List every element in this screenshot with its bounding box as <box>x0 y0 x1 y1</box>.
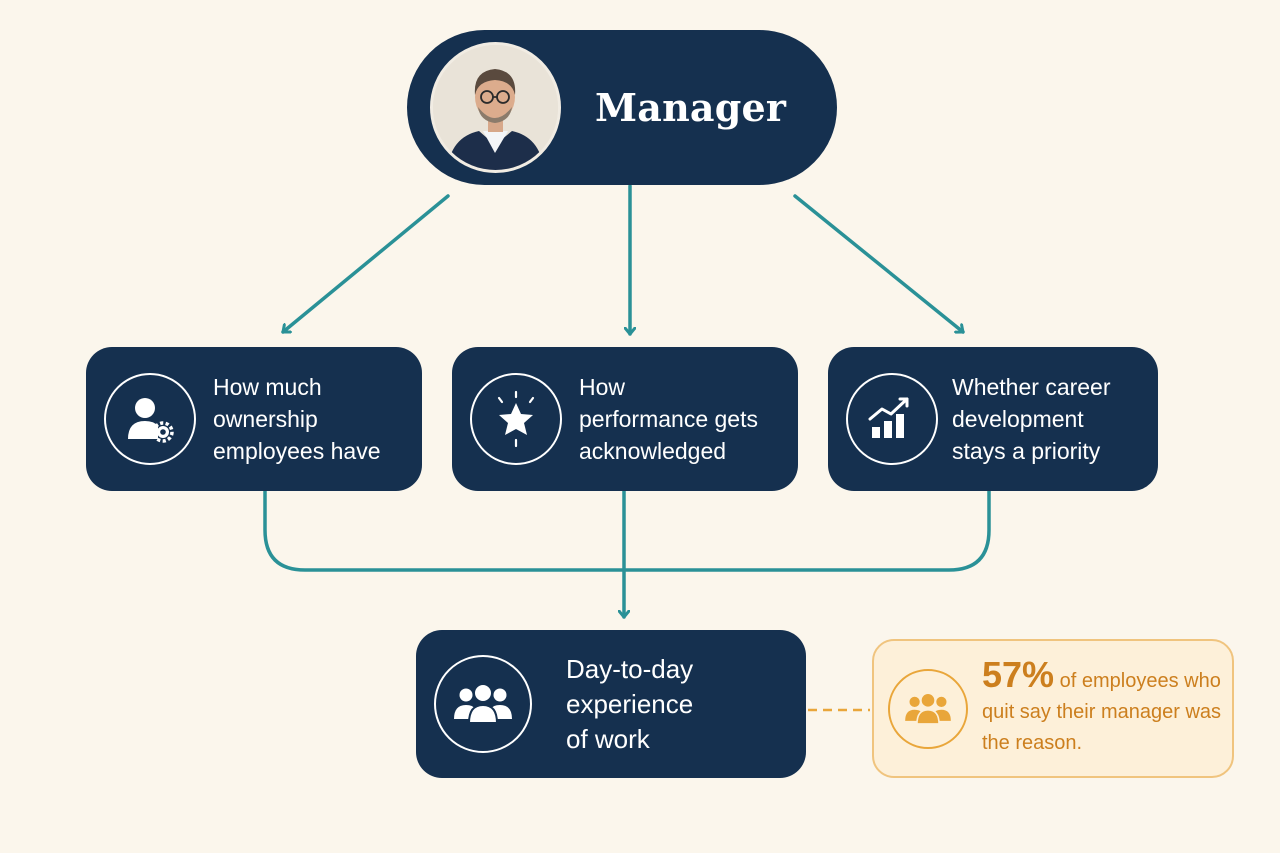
ownership-label: How much ownership employees have <box>213 371 381 467</box>
team-icon <box>434 655 532 753</box>
arrow-manager-to-ownership <box>283 196 448 332</box>
callout-text: 57% of employees who quit say their mana… <box>982 659 1232 759</box>
manager-portrait <box>433 45 558 170</box>
connector-merge-right <box>624 491 989 570</box>
star-icon <box>470 373 562 465</box>
outcome-box: Day-to-day experience of work <box>416 630 806 778</box>
stat-percentage: 57% <box>982 654 1054 695</box>
stat-callout: 57% of employees who quit say their mana… <box>872 639 1234 778</box>
manager-title: Manager <box>595 85 786 130</box>
growth-chart-icon <box>846 373 938 465</box>
acknowledgement-box: How performance gets acknowledged <box>452 347 798 491</box>
acknowledgement-label: How performance gets acknowledged <box>579 371 758 467</box>
career-box: Whether career development stays a prior… <box>828 347 1158 491</box>
team-icon <box>888 669 968 749</box>
outcome-label: Day-to-day experience of work <box>566 652 693 757</box>
user-gear-icon <box>104 373 196 465</box>
connector-merge-left <box>265 491 624 570</box>
career-label: Whether career development stays a prior… <box>952 371 1111 467</box>
manager-node: Manager <box>407 30 837 185</box>
arrow-manager-to-career <box>795 196 963 332</box>
manager-avatar <box>430 42 561 173</box>
ownership-box: How much ownership employees have <box>86 347 422 491</box>
